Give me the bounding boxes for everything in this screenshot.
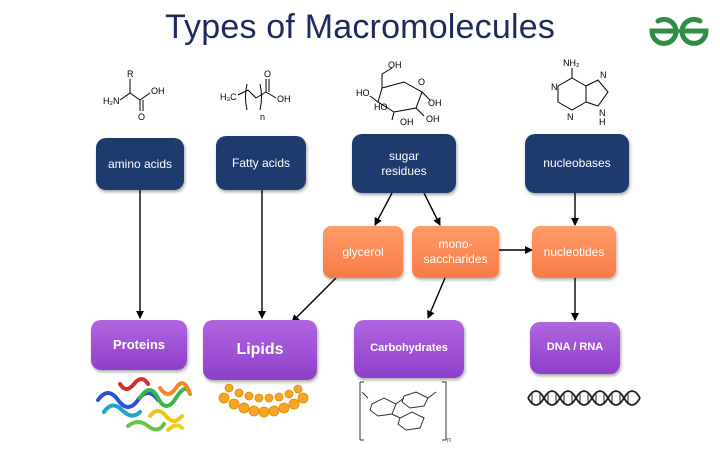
polysaccharide-image: n	[359, 381, 451, 444]
dna-rna-box: DNA / RNA	[530, 322, 620, 374]
nucleotides-label: nucleotides	[543, 244, 605, 259]
adenine-h: H	[599, 117, 606, 127]
amino-acid-structure: R H₂N OH O	[103, 69, 165, 122]
fatty-acid-structure: H₃C O OH n	[220, 69, 291, 122]
sugar-oh-top: OH	[388, 60, 402, 70]
arrow-glycerol-to-lipids	[291, 277, 337, 323]
amino-r-label: R	[127, 69, 134, 79]
amino-acids-box: amino acids	[96, 138, 184, 190]
proteins-box: Proteins	[91, 320, 187, 370]
fatty-n-label: n	[260, 112, 265, 122]
amino-oh-label: OH	[151, 86, 165, 96]
fatty-h3c-label: H₃C	[220, 92, 237, 102]
glycerol-box: glycerol	[323, 226, 403, 278]
arrow-mono-to-carbohydrates	[427, 277, 446, 319]
amino-o-label: O	[138, 112, 145, 122]
nucleobase-structure: NH₂ N N N N H	[551, 58, 609, 127]
gfg-logo	[649, 16, 709, 46]
adenine-nh2: NH₂	[563, 58, 580, 68]
sugar-ho-left: HO	[356, 88, 370, 98]
sugar-ho-bottom: HO	[374, 102, 388, 112]
sugar-structure: OH O HO HO OH OH OH	[356, 60, 442, 127]
fatty-acids-label: Fatty acids	[231, 155, 291, 170]
nucleotides-box: nucleotides	[532, 226, 616, 278]
fatty-o-label: O	[264, 69, 271, 79]
monosaccharides-label-1: mono-	[438, 237, 473, 251]
dna-rna-label: DNA / RNA	[546, 341, 604, 354]
adenine-n7: N	[600, 70, 607, 80]
amino-h2n-label: H₂N	[103, 96, 120, 106]
lipids-label: Lipids	[236, 341, 284, 358]
monosaccharides-box: mono- saccharides	[412, 226, 499, 278]
proteins-label: Proteins	[112, 336, 165, 352]
sugar-residues-label-2: residues	[381, 163, 427, 178]
page-title: Types of Macromolecules	[164, 8, 556, 46]
sugar-residues-box: sugar residues	[352, 134, 456, 193]
sugar-o-ring: O	[418, 77, 425, 87]
sugar-oh-bottom: OH	[400, 117, 414, 127]
carbohydrates-label: Carbohydrates	[370, 342, 448, 355]
protein-ribbon-image	[96, 377, 192, 432]
adenine-n3: N	[567, 112, 574, 122]
dna-helix-image	[527, 390, 641, 406]
monosaccharides-label-2: saccharides	[423, 252, 488, 266]
nucleobases-label: nucleobases	[543, 156, 611, 170]
adenine-n9: N	[599, 108, 606, 118]
lipid-bilayer-image	[218, 383, 309, 418]
fatty-oh-label: OH	[277, 94, 291, 104]
lipids-box: Lipids	[203, 320, 317, 380]
sugar-oh-br: OH	[426, 114, 440, 124]
nucleobases-box: nucleobases	[525, 134, 629, 193]
glycerol-label: glycerol	[342, 244, 384, 259]
sugar-oh-right: OH	[428, 98, 442, 108]
carbohydrates-box: Carbohydrates	[354, 320, 464, 378]
arrow-sugar-to-glycerol	[374, 192, 393, 226]
polysaccharide-n: n	[447, 437, 451, 444]
sugar-residues-label-1: sugar	[388, 148, 420, 163]
amino-acids-label: amino acids	[107, 156, 173, 171]
arrow-sugar-to-mono	[423, 192, 441, 226]
adenine-n1: N	[551, 82, 558, 92]
fatty-acids-box: Fatty acids	[216, 136, 306, 190]
